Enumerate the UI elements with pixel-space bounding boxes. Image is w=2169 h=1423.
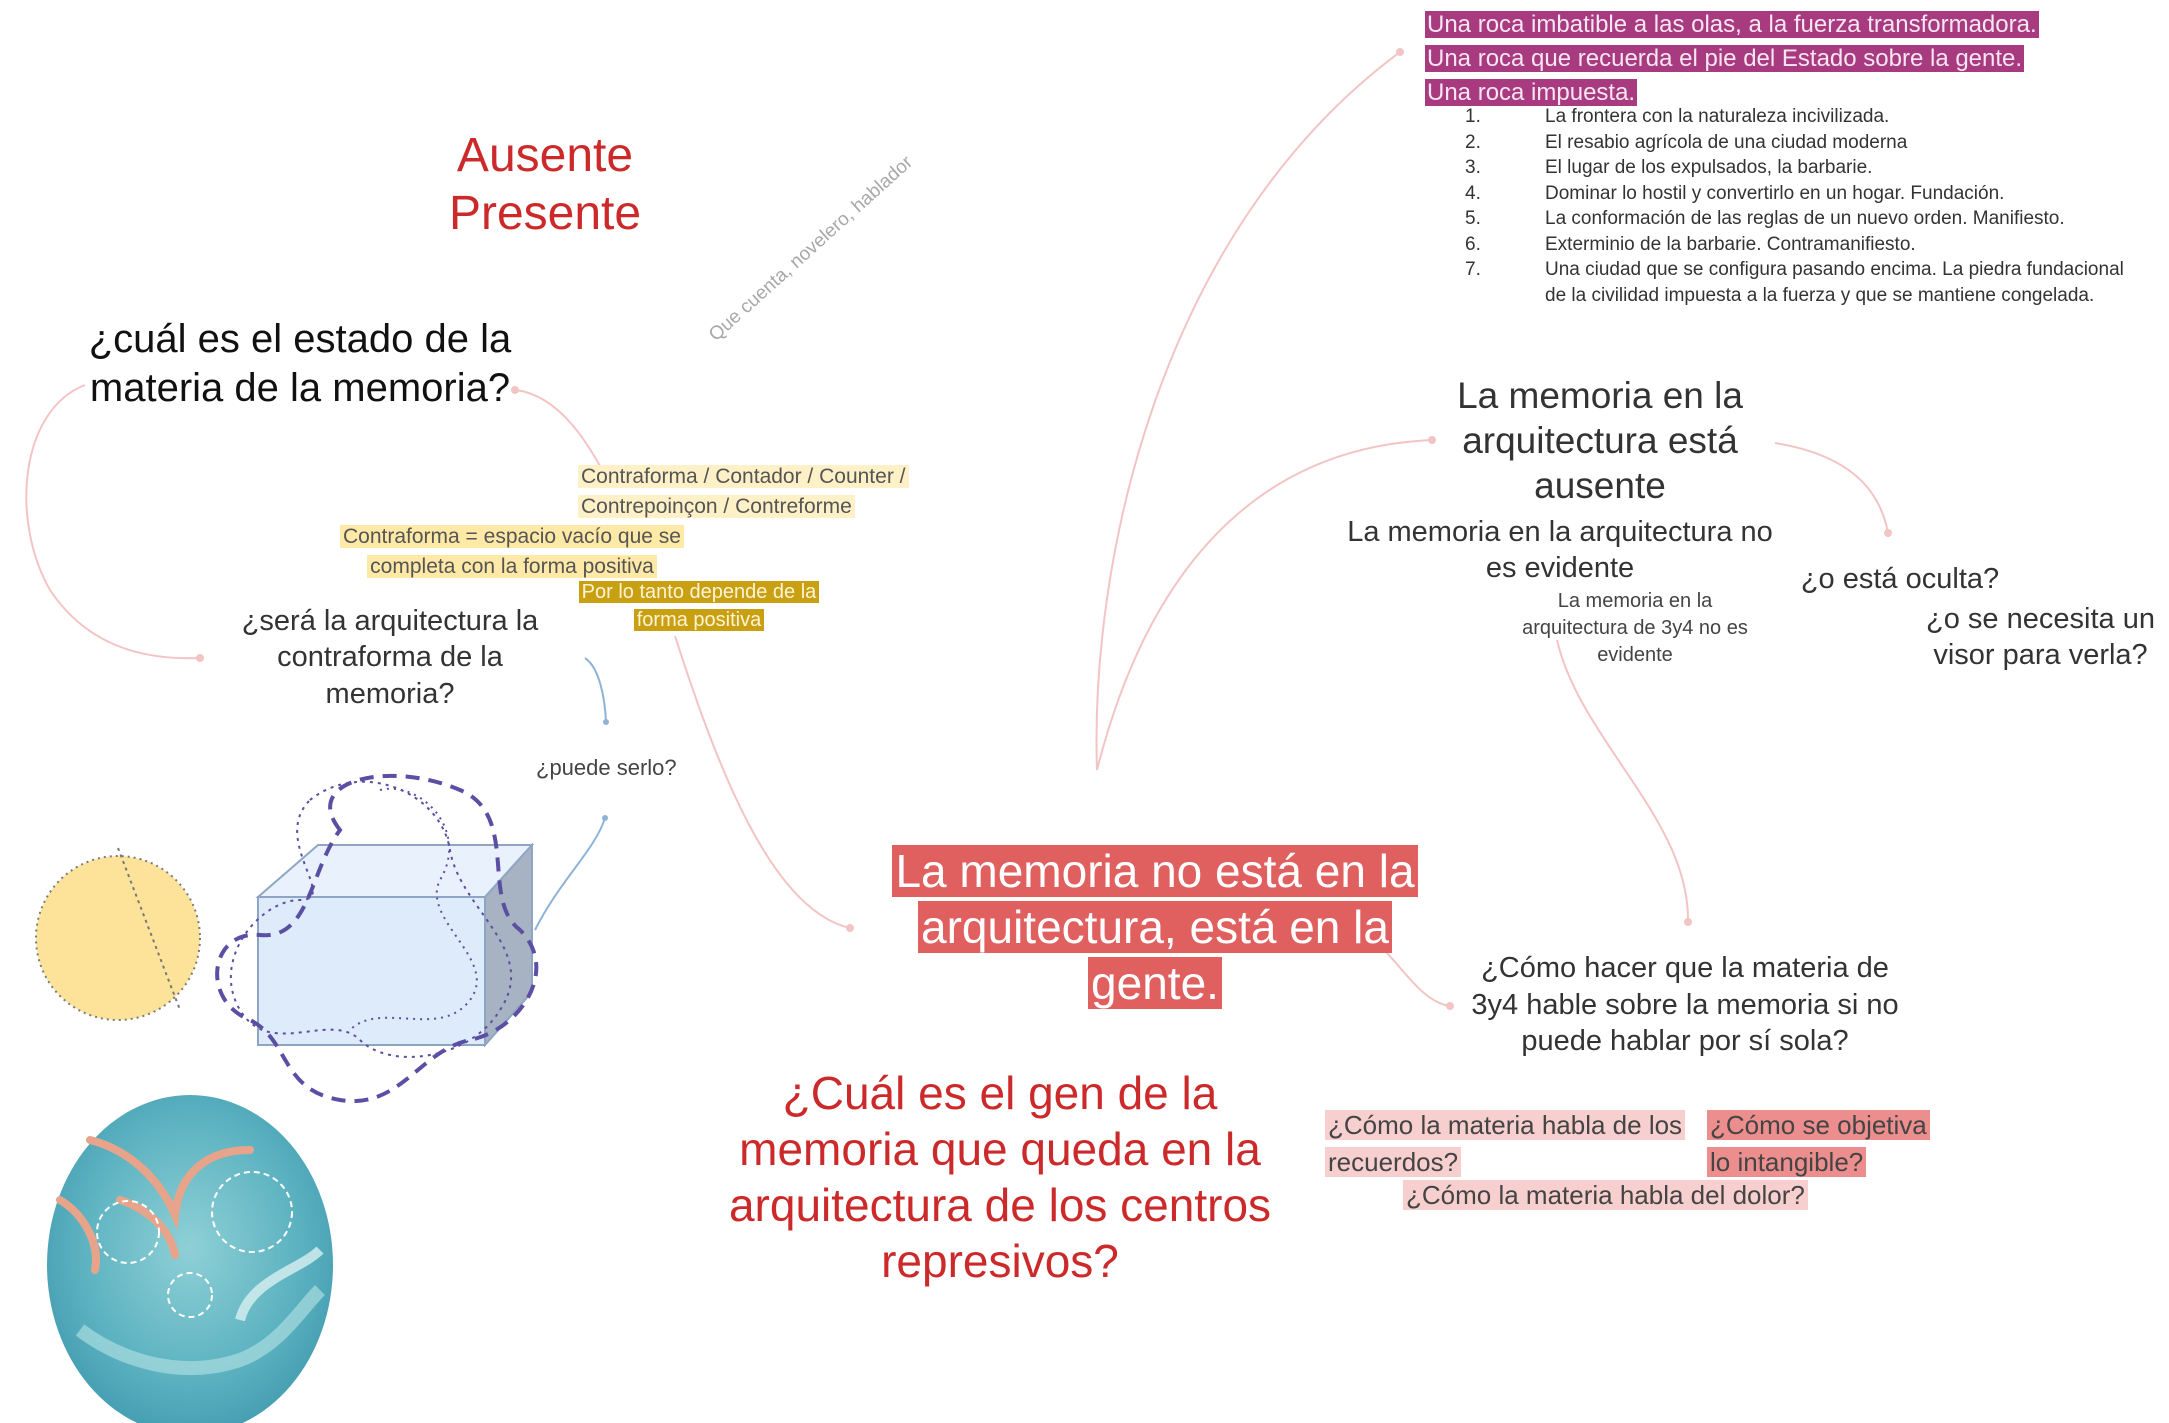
depende-forma-text: Por lo tanto depende de la forma positiv… [578, 581, 820, 632]
question-dolor: ¿Cómo la materia habla del dolor? [1403, 1177, 1823, 1214]
question-visor: ¿o se necesita un visor para verla? [1926, 603, 2155, 671]
connector-contraforma-to-statement [674, 635, 851, 929]
roca-highlight-block: Una roca imbatible a las olas, a la fuer… [1425, 8, 2125, 110]
connector-center-to-ausente [1096, 439, 1433, 771]
connector-blue-to-puede [584, 657, 607, 723]
dashed-loop-illustration [215, 773, 539, 1104]
question-como-hacer: ¿Cómo hacer que la materia de 3y4 hable … [1471, 952, 1899, 1058]
question-recuerdos-text: ¿Cómo la materia habla de los recuerdos? [1325, 1110, 1686, 1177]
title-presente: Presente [448, 187, 642, 240]
main-statement: La memoria no está en la arquitectura, e… [880, 843, 1430, 1011]
depende-forma-note: Por lo tanto depende de la forma positiv… [568, 578, 830, 635]
question-materia-memoria: ¿cuál es el estado de la materia de la m… [88, 317, 512, 410]
list-item: 4.Dominar lo hostil y convertirlo en un … [1465, 182, 2005, 204]
question-contraforma: ¿será la arquitectura la contraforma de … [241, 605, 539, 710]
question-objetiva: ¿Cómo se objetiva lo intangible? [1707, 1107, 1937, 1181]
contraforma-definition-note: Contraforma = espacio vacío que se compl… [327, 522, 697, 582]
aerial-photo-illustration [47, 1095, 333, 1423]
connector-blue-to-cube [534, 817, 606, 931]
question-oculta: ¿o está oculta? [1800, 563, 2000, 595]
list-item: 1.La frontera con la naturaleza incivili… [1465, 106, 1890, 127]
question-recuerdos: ¿Cómo la materia habla de los recuerdos? [1325, 1107, 1695, 1181]
list-item: 7.Una ciudad que se configura pasando en… [1465, 259, 2124, 306]
roca-line-3: Una roca impuesta. [1425, 79, 1638, 107]
connector-ausente-to-oculta [1774, 442, 1889, 534]
memoria-3y4: La memoria en la arquitectura de 3y4 no … [1522, 590, 1748, 666]
connector-loop-materia [25, 384, 201, 660]
title-ausente: Ausente [456, 129, 634, 182]
connector-3y4-to-como [1556, 639, 1690, 923]
roca-line-1: Una roca imbatible a las olas, a la fuer… [1425, 11, 2039, 38]
contraforma-list-text: Contraforma / Contador / Counter / Contr… [578, 465, 909, 518]
connector-center-to-roca [1095, 51, 1401, 771]
list-item: 5.La conformación de las reglas de un nu… [1465, 208, 2065, 229]
cube-illustration [255, 842, 535, 1048]
main-statement-text: La memoria no está en la arquitectura, e… [892, 845, 1418, 1010]
roca-line-2: Una roca que recuerda el pie del Estado … [1425, 45, 2025, 73]
list-item: 2.El resabio agrícola de una ciudad mode… [1465, 131, 1908, 153]
question-gen-memoria: ¿Cuál es el gen de la memoria que queda … [728, 1067, 1272, 1288]
roca-numbered-list: 1.La frontera con la naturaleza incivili… [1465, 104, 2135, 308]
memoria-ausente: La memoria en la arquitectura está ausen… [1457, 375, 1743, 507]
list-item: 3.El lugar de los expulsados, la barbari… [1465, 157, 1873, 178]
question-puede-serlo: ¿puede serlo? [536, 755, 677, 780]
contraforma-definition-text: Contraforma = espacio vacío que se compl… [340, 525, 684, 578]
question-objetiva-text: ¿Cómo se objetiva lo intangible? [1707, 1110, 1930, 1177]
contraforma-list-note: Contraforma / Contador / Counter / Contr… [578, 462, 958, 522]
list-item: 6.Exterminio de la barbarie. Contramanif… [1465, 233, 1916, 255]
yellow-circle-illustration [35, 847, 201, 1021]
memoria-no-evidente: La memoria en la arquitectura no es evid… [1347, 516, 1773, 584]
question-dolor-text: ¿Cómo la materia habla del dolor? [1403, 1180, 1808, 1210]
